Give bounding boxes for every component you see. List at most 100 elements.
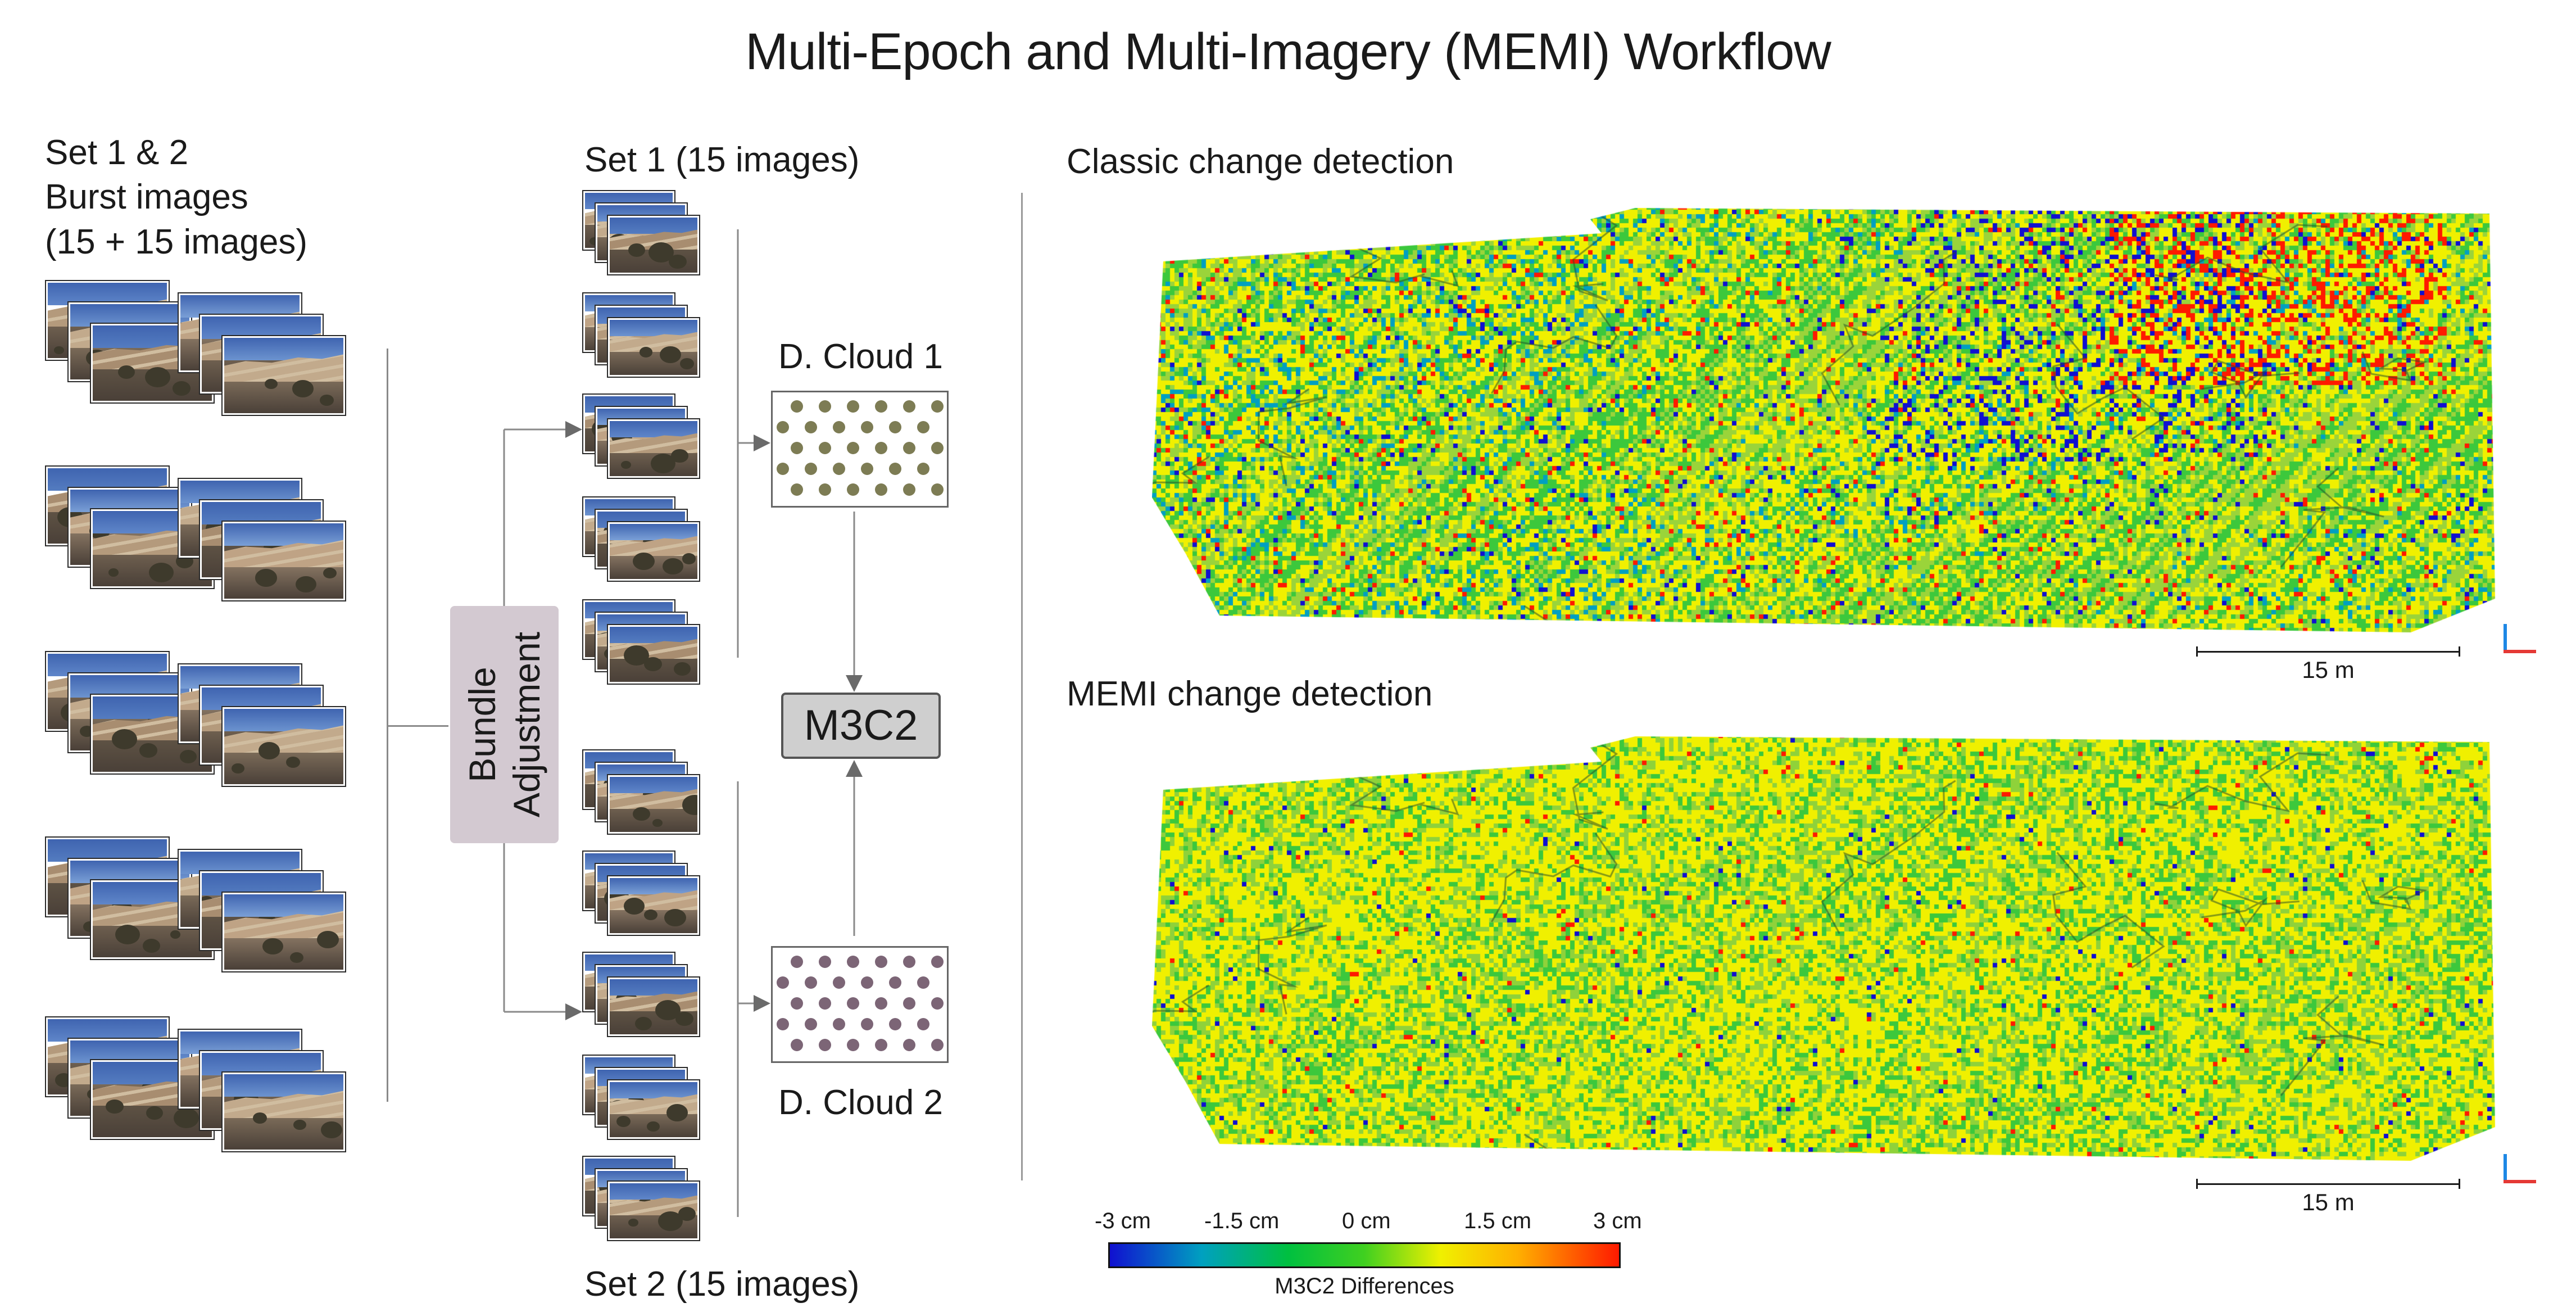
cloud-point — [861, 976, 873, 989]
set2-photo-4-2 — [608, 1182, 699, 1240]
cloud-point — [875, 400, 887, 413]
cloud-point — [931, 400, 944, 413]
axis-x-icon-bottom — [2504, 1180, 2536, 1183]
cloud-point — [833, 421, 845, 433]
cloud-point — [777, 1018, 789, 1030]
cloud-point — [931, 997, 944, 1010]
burst-photo-2-5 — [223, 707, 345, 786]
cloud-point — [847, 997, 859, 1010]
colorbar — [1108, 1242, 1621, 1268]
cloud-point — [861, 421, 873, 433]
scale-label-bottom: 15 m — [2302, 1189, 2355, 1215]
cloud-point — [917, 463, 929, 475]
cloud-point — [805, 976, 817, 989]
cloud-point — [931, 956, 944, 968]
burst-photo-1-5 — [223, 522, 345, 600]
colorbar-tick-4: 3 cm — [1593, 1209, 1642, 1233]
cloud-point — [777, 463, 789, 475]
set2-photo-2-2 — [608, 978, 699, 1036]
cloud-point — [875, 1039, 887, 1051]
cloud-point — [903, 483, 915, 496]
cloud-point — [833, 463, 845, 475]
cloud-point — [819, 956, 831, 968]
cloud-point — [875, 956, 887, 968]
cloud-point — [805, 1018, 817, 1030]
burst-label-line2: Burst images — [45, 178, 248, 217]
left-to-bundle-arrow — [387, 725, 448, 727]
scale-bar-bottom — [2196, 1179, 2460, 1189]
cloud-point — [917, 1018, 929, 1030]
colorbar-tick-2: 0 cm — [1342, 1209, 1391, 1233]
classic-map-raster — [1152, 205, 2506, 644]
cloud-point — [791, 1039, 803, 1051]
dcloud1-label: D. Cloud 1 — [778, 337, 943, 376]
cloud-point — [931, 483, 944, 496]
burst-images-label: Set 1 & 2 Burst images (15 + 15 images) — [45, 130, 307, 264]
axis-z-icon-top — [2504, 624, 2507, 653]
burst-photo-4-5 — [223, 1073, 345, 1151]
figure-title: Multi-Epoch and Multi-Imagery (MEMI) Wor… — [745, 23, 1831, 80]
set1-label: Set 1 (15 images) — [584, 141, 860, 179]
colorbar-tick-0: -3 cm — [1095, 1209, 1151, 1233]
burst-photo-3-5 — [223, 893, 345, 971]
cloud-point — [791, 956, 803, 968]
cloud-point — [889, 976, 901, 989]
colorbar-label: M3C2 Differences — [1275, 1274, 1454, 1299]
axis-z-icon-bottom — [2504, 1154, 2507, 1183]
set1-photo-1-2 — [608, 318, 699, 377]
cloud-point — [889, 421, 901, 433]
cloud-point — [819, 400, 831, 413]
cloud-point — [777, 976, 789, 989]
cloud-point — [791, 997, 803, 1010]
cloud-point — [791, 400, 803, 413]
cloud-point — [861, 1018, 873, 1030]
m3c2-box: M3C2 — [781, 693, 941, 759]
cloud-point — [833, 976, 845, 989]
cloud-point — [889, 1018, 901, 1030]
bundle-adjustment-box: Bundle Adjustment — [450, 606, 559, 843]
colorbar-tick-3: 1.5 cm — [1464, 1209, 1532, 1233]
cloud-point — [903, 442, 915, 454]
burst-photo-0-5 — [223, 336, 345, 415]
cloud-point — [791, 483, 803, 496]
set2-photo-1-2 — [608, 876, 699, 935]
memi-change-label: MEMI change detection — [1067, 675, 1433, 713]
set2-photo-0-2 — [608, 775, 699, 834]
cloud-point — [917, 421, 929, 433]
classic-change-map — [1152, 205, 2506, 644]
memi-map-raster — [1152, 734, 2506, 1172]
cloud-point — [903, 1039, 915, 1051]
dcloud2-label: D. Cloud 2 — [778, 1083, 943, 1122]
cloud-point — [819, 997, 831, 1010]
scale-bar-top — [2196, 646, 2460, 657]
cloud-point — [889, 463, 901, 475]
colorbar-tick-1: -1.5 cm — [1204, 1209, 1280, 1233]
set2-photo-3-2 — [608, 1080, 699, 1139]
cloud-point — [805, 421, 817, 433]
cloud-point — [847, 1039, 859, 1051]
cloud-point — [791, 442, 803, 454]
memi-change-map — [1152, 734, 2506, 1172]
set2-label: Set 2 (15 images) — [584, 1265, 860, 1304]
cloud-point — [903, 956, 915, 968]
cloud-point — [819, 483, 831, 496]
panel-divider — [1021, 193, 1023, 1180]
dense-cloud-1 — [771, 391, 949, 508]
burst-label-line1: Set 1 & 2 — [45, 133, 189, 172]
axis-x-icon-top — [2504, 650, 2536, 653]
cloud-point — [917, 976, 929, 989]
cloud-point — [861, 463, 873, 475]
set1-photo-2-2 — [608, 419, 699, 478]
cloud-point — [847, 956, 859, 968]
scale-label-top: 15 m — [2302, 657, 2355, 683]
cloud-point — [847, 483, 859, 496]
cloud-point — [833, 1018, 845, 1030]
cloud-point — [931, 442, 944, 454]
cloud-point — [875, 483, 887, 496]
cloud-point — [777, 421, 789, 433]
set1-photo-4-2 — [608, 625, 699, 684]
classic-change-label: Classic change detection — [1067, 142, 1454, 181]
cloud-point — [931, 1039, 944, 1051]
cloud-point — [903, 997, 915, 1010]
